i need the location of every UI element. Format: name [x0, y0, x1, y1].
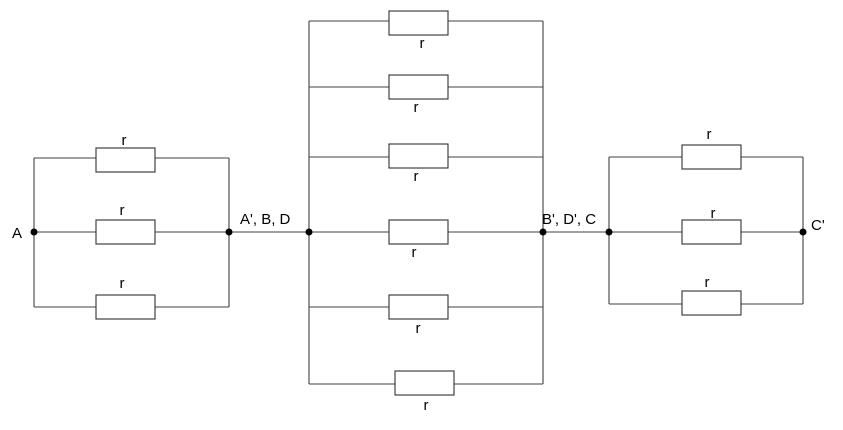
left-branch-middle: r: [34, 202, 229, 245]
node-label-a-prime-b-d: A', B, D: [240, 211, 291, 228]
node-label-b-prime-d-prime-c: B', D', C: [542, 211, 596, 228]
middle-branch-6: r: [309, 370, 543, 414]
resistor-label: r: [416, 320, 421, 337]
resistor-label: r: [707, 126, 712, 143]
node-a-prime-dot: [225, 228, 233, 236]
right-branch-bottom: r: [609, 274, 803, 316]
resistor-label: r: [120, 202, 125, 219]
node-c-prime-dot: [799, 228, 807, 236]
middle-branch-5: r: [309, 294, 543, 337]
resistor-label: r: [414, 99, 419, 116]
node-label-c-prime: C': [811, 217, 825, 234]
resistor: [388, 143, 449, 169]
resistor: [95, 219, 156, 245]
node-c-dot: [605, 228, 613, 236]
resistor: [681, 219, 742, 245]
right-branch-middle: r: [609, 205, 803, 245]
middle-branch-4: r: [309, 219, 543, 261]
node-b-prime-dot: [539, 228, 547, 236]
left-branch-top: r: [34, 132, 229, 173]
left-branch-bottom: r: [34, 275, 229, 320]
resistor: [388, 294, 449, 320]
resistor-label: r: [705, 274, 710, 291]
right-branch-top: r: [609, 126, 803, 170]
resistor: [681, 290, 742, 316]
resistor-label: r: [711, 205, 716, 222]
left-parallel-group: r r r: [33, 132, 230, 320]
resistor: [95, 294, 156, 320]
resistor-label: r: [414, 168, 419, 185]
resistor: [388, 219, 449, 245]
resistor-label: r: [420, 35, 425, 52]
resistor: [95, 147, 156, 173]
node-b-d-dot: [305, 228, 313, 236]
middle-branch-2: r: [309, 74, 543, 116]
resistor: [394, 370, 455, 396]
right-parallel-group: r r r: [608, 126, 804, 316]
resistor: [681, 144, 742, 170]
middle-branch-3: r: [309, 143, 543, 185]
resistor: [388, 10, 449, 36]
middle-branch-1: r: [309, 10, 543, 52]
middle-parallel-group: r r r r r r: [308, 10, 544, 414]
resistor-label: r: [412, 244, 417, 261]
resistor: [388, 74, 449, 100]
resistor-label: r: [122, 132, 127, 149]
node-a-dot: [30, 228, 38, 236]
resistor-label: r: [424, 397, 429, 414]
node-label-a: A: [12, 225, 22, 242]
resistor-label: r: [120, 275, 125, 292]
